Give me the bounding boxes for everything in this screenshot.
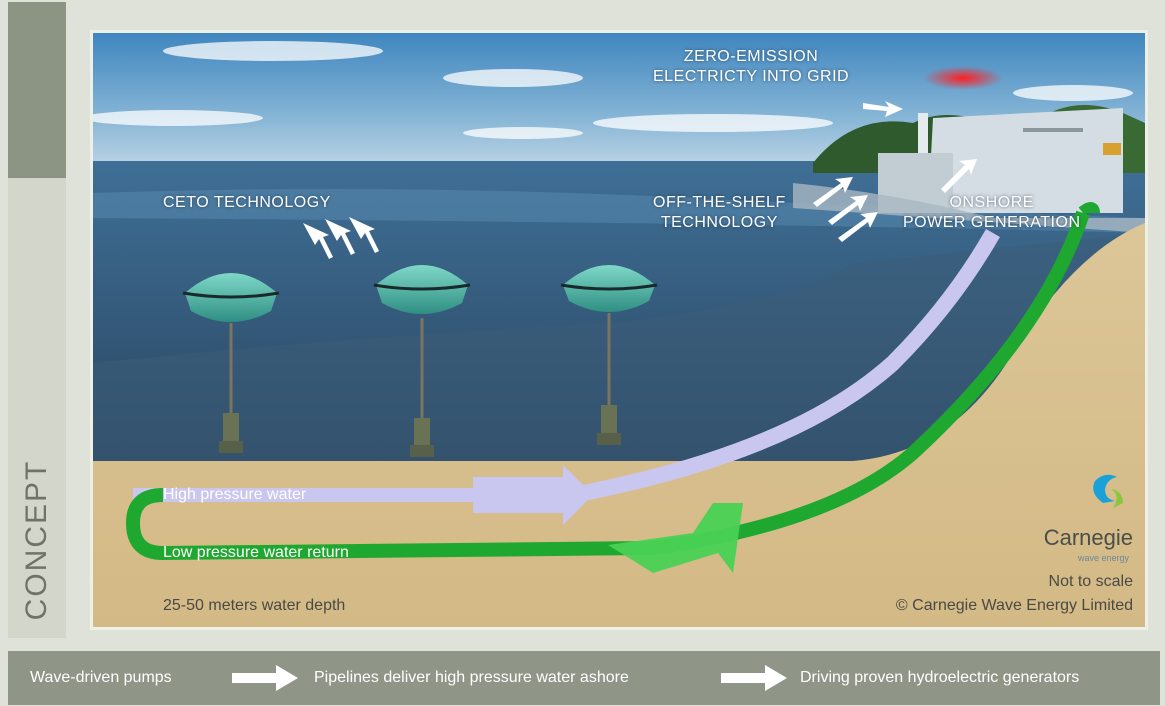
zero-emission-label: ZERO-EMISSION ELECTRICTY INTO GRID xyxy=(653,47,849,87)
zero-emission-line2: ELECTRICTY INTO GRID xyxy=(653,68,850,85)
onshore-label: ONSHORE POWER GENERATION xyxy=(903,193,1081,233)
onshore-line1: ONSHORE xyxy=(949,194,1034,211)
arrow-right-icon xyxy=(721,665,787,691)
step-2: Pipelines deliver high pressure water as… xyxy=(314,669,629,686)
side-tab xyxy=(8,2,66,178)
logo-name: Carnegie xyxy=(1043,525,1133,550)
wind-turbine-mast xyxy=(918,113,928,173)
high-pressure-label: High pressure water xyxy=(163,486,307,503)
depth-label: 25-50 meters water depth xyxy=(163,597,346,614)
side-strip xyxy=(8,178,66,638)
off-shelf-line2: TECHNOLOGY xyxy=(660,214,778,231)
arrow-right-icon xyxy=(232,665,298,691)
carnegie-logo-icon xyxy=(1093,474,1123,508)
step-3: Driving proven hydroelectric generators xyxy=(800,669,1080,686)
power-station xyxy=(928,108,1123,213)
sand xyxy=(93,223,1145,627)
scene-graphic xyxy=(93,33,1145,627)
wave-arrow-icon xyxy=(303,101,977,259)
ceto-unit-2 xyxy=(373,265,471,457)
concept-illustration: ZERO-EMISSION ELECTRICTY INTO GRID CETO … xyxy=(90,30,1148,630)
low-pressure-pipe xyxy=(125,210,1090,561)
zero-emission-line1: ZERO-EMISSION xyxy=(683,48,819,65)
logo-tagline: wave energy xyxy=(1077,553,1129,563)
ceto-unit-3 xyxy=(560,265,658,445)
off-shelf-line1: OFF-THE-SHELF xyxy=(653,194,786,211)
off-the-shelf-label: OFF-THE-SHELF TECHNOLOGY xyxy=(653,193,786,233)
not-to-scale: Not to scale xyxy=(1048,573,1133,590)
low-pressure-label: Low pressure water return xyxy=(163,544,349,561)
clouds xyxy=(93,41,1133,139)
red-light xyxy=(923,66,1003,90)
process-bar: Wave-driven pumps Pipelines deliver high… xyxy=(8,651,1160,705)
ceto-unit-1 xyxy=(182,273,280,453)
ceto-label: CETO TECHNOLOGY xyxy=(163,194,331,211)
concept-label: CONCEPT xyxy=(20,459,53,621)
copyright: © Carnegie Wave Energy Limited xyxy=(895,597,1133,614)
onshore-line2: POWER GENERATION xyxy=(903,214,1081,231)
step-1: Wave-driven pumps xyxy=(30,669,172,686)
